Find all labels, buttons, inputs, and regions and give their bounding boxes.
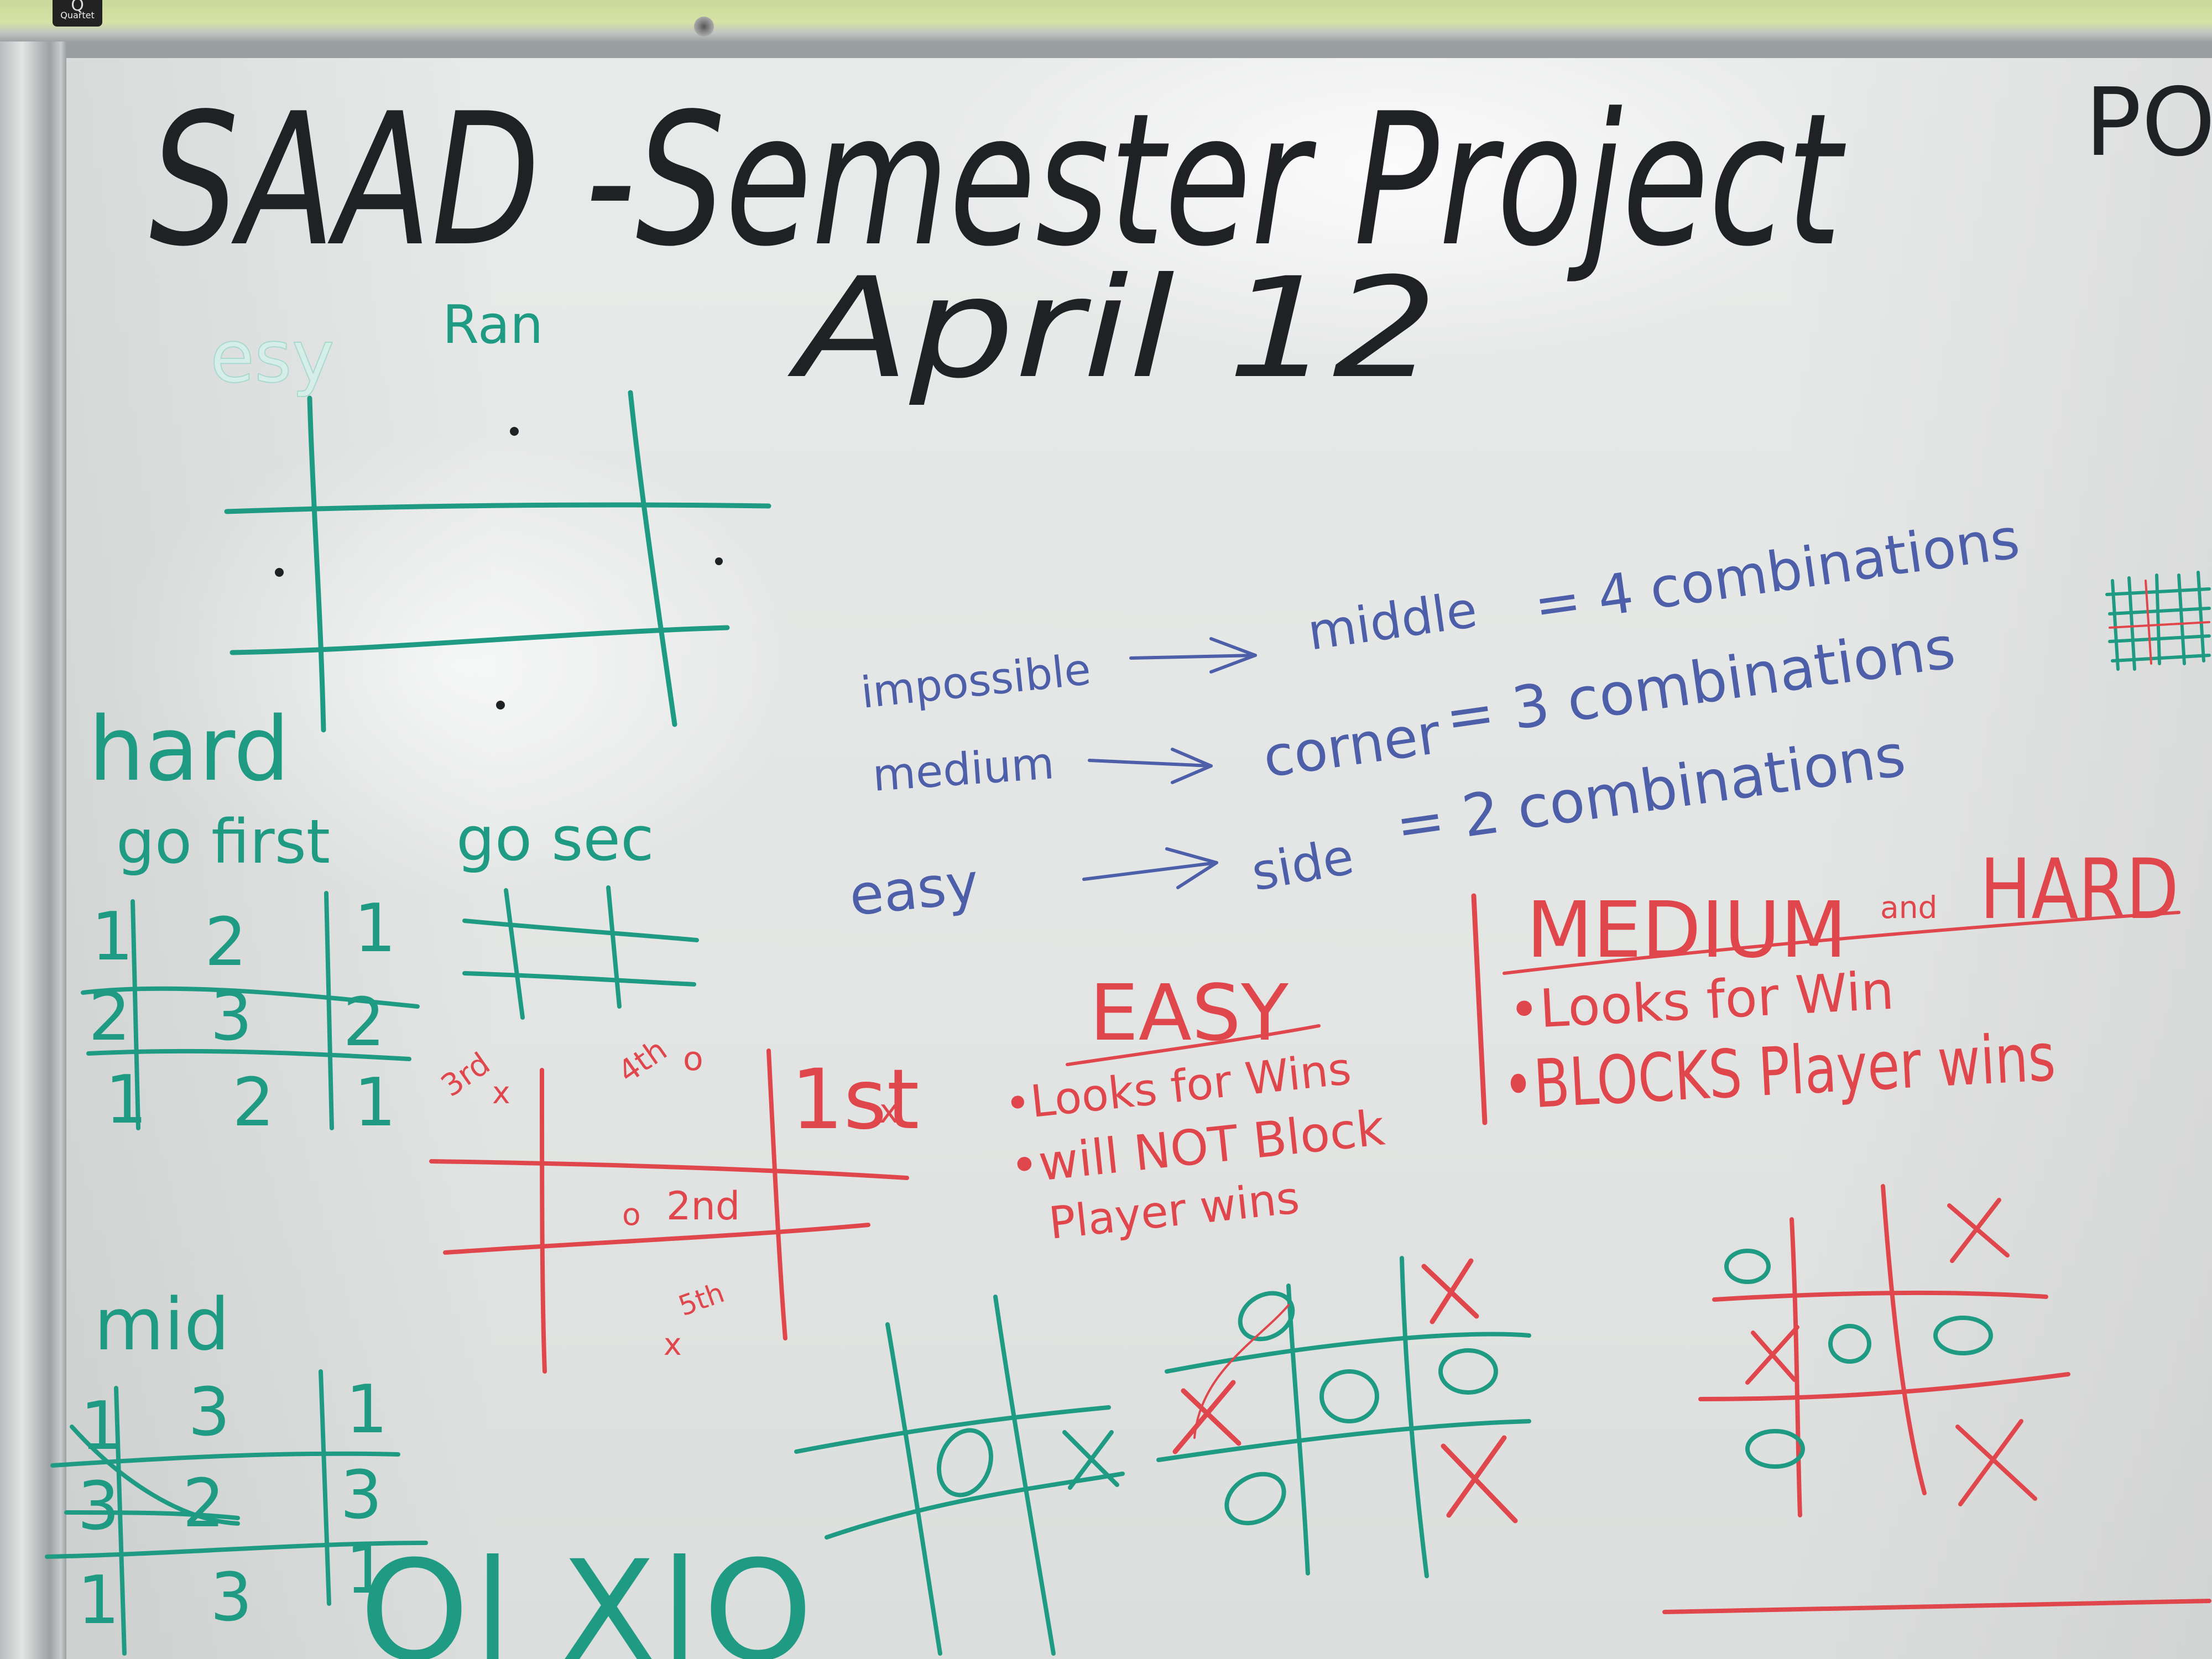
easy-heading: EASY: [1089, 968, 1288, 1058]
whiteboard-surface: [66, 58, 2212, 1659]
svg-text:1: 1: [105, 1062, 147, 1139]
hard-grid-lines: [81, 891, 420, 1130]
note-position-corner: corner: [1259, 701, 1445, 790]
svg-text:1: 1: [346, 1371, 388, 1448]
svg-text:2: 2: [205, 904, 247, 981]
board-title: SAAD -Semester Project: [149, 74, 1848, 286]
svg-text:5th: 5th: [674, 1276, 728, 1322]
label-esy: esy: [210, 315, 335, 399]
svg-text:1: 1: [354, 1065, 396, 1141]
svg-text:o: o: [622, 1197, 641, 1232]
svg-text:3: 3: [77, 1468, 119, 1545]
quartet-logo-glyph: Q: [71, 0, 84, 15]
svg-text:1: 1: [346, 1532, 388, 1609]
wall-strip: [0, 0, 2212, 41]
medium-hard-box: MEDIUM and HARD •Looks for Win •BLOCKS P…: [1501, 842, 2179, 1125]
svg-text:1: 1: [354, 890, 396, 967]
label-ran: Ran: [442, 295, 543, 356]
note-position-side: side: [1248, 827, 1358, 902]
svg-text:4th: 4th: [612, 1032, 674, 1090]
svg-text:3: 3: [340, 1457, 382, 1534]
board-date: April 12: [787, 248, 1438, 409]
hard-heading: hard: [88, 697, 290, 801]
svg-text:x: x: [664, 1327, 682, 1362]
note-arrows: [1082, 637, 1257, 889]
medium-heading: MEDIUM: [1526, 885, 1847, 975]
svg-text:3: 3: [210, 1559, 252, 1636]
note-level-easy: easy: [846, 851, 982, 928]
svg-text:x: x: [492, 1075, 510, 1110]
game-board-3: [1662, 1184, 2211, 1614]
mid-grid-values: 1 3 1 3 2 3 1 3 1: [77, 1371, 388, 1639]
svg-text:3: 3: [210, 979, 252, 1056]
difficulty-notes: impossible middle = 4 combinations mediu…: [846, 506, 2023, 928]
note-level-impossible: impossible: [859, 645, 1093, 718]
svg-text:1: 1: [91, 899, 133, 975]
svg-text:1: 1: [80, 1388, 122, 1465]
mid-heading: mid: [94, 1282, 229, 1366]
bottom-marks: O| X|O: [359, 1531, 813, 1659]
svg-text:2: 2: [343, 984, 385, 1061]
divider: [1471, 893, 1488, 1125]
corner-fragment: PO: [2085, 68, 2212, 178]
hatched-grid-icon: [2105, 571, 2211, 671]
game-board-1: [794, 1295, 1125, 1656]
svg-text:1st: 1st: [791, 1052, 919, 1148]
screw: [694, 17, 714, 36]
go-sec-grid: [462, 885, 699, 1020]
svg-text:3rd: 3rd: [435, 1046, 497, 1104]
quartet-logo-text: Quartet: [60, 10, 95, 20]
svg-text:2: 2: [232, 1065, 274, 1141]
note-position-middle: middle: [1304, 581, 1480, 662]
order-grid: [429, 1048, 909, 1374]
rand-grid: [224, 390, 771, 733]
order-grid-labels: 3rd x 4th o 1st x o 2nd 5th x: [435, 1032, 920, 1362]
svg-text:2: 2: [88, 979, 131, 1056]
hard-go-sec: go sec: [456, 804, 654, 874]
and-word: and: [1880, 890, 1937, 925]
svg-text:2nd: 2nd: [666, 1183, 740, 1229]
svg-text:x: x: [879, 1092, 899, 1131]
svg-text:3: 3: [188, 1374, 230, 1451]
note-level-medium: medium: [871, 737, 1056, 801]
svg-text:2: 2: [182, 1465, 225, 1542]
hard-grid-values: 1 2 1 2 3 2 1 2 1: [88, 890, 396, 1141]
mid-grid-lines: [45, 1369, 428, 1656]
hard-heading-red: HARD: [1980, 842, 2179, 938]
rand-grid-dots: [275, 427, 723, 709]
hard-go-first: go first: [116, 806, 330, 877]
svg-text:1: 1: [77, 1562, 119, 1639]
svg-text:o: o: [683, 1040, 703, 1078]
easy-box: EASY •Looks for Wins •will NOT Block Pla…: [1002, 968, 1387, 1249]
quartet-logo: Q Quartet: [53, 0, 102, 27]
